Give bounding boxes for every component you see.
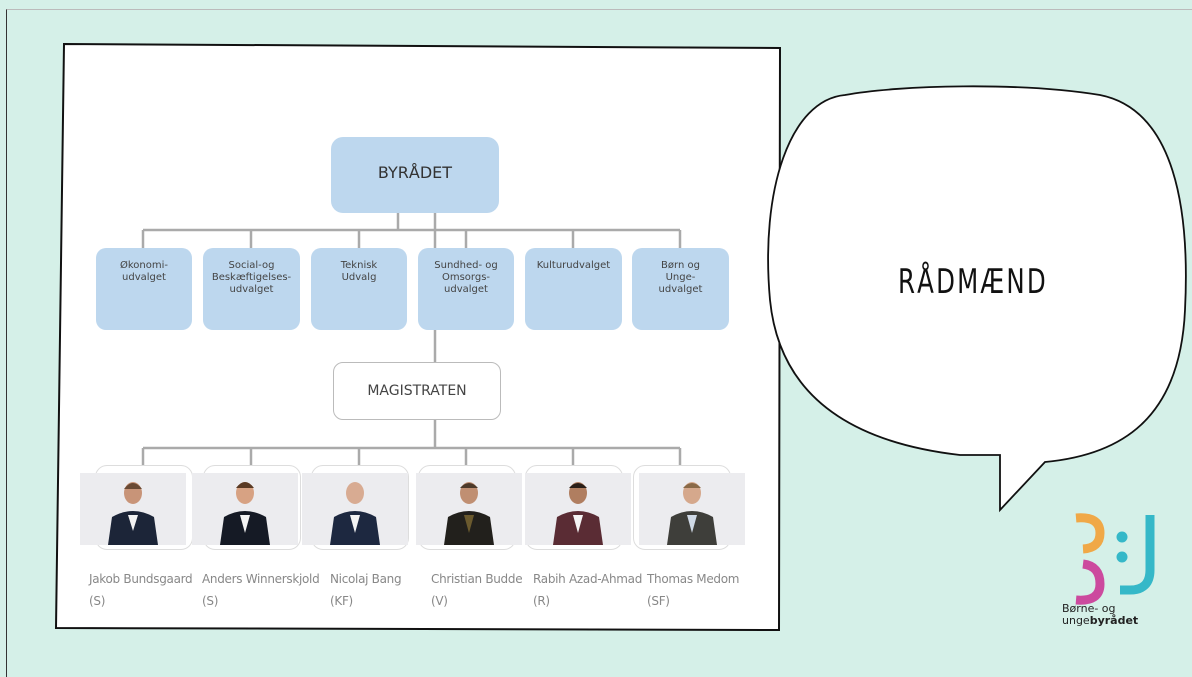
member-name-azad-ahmad: Rabih Azad-Ahmad(R) [533, 572, 643, 608]
committee-kultur: Kulturudvalget [525, 248, 622, 330]
logo-text: Børne- og ungebyrådet [1062, 602, 1139, 627]
member-photo [639, 473, 745, 545]
slide-frame [6, 9, 1192, 677]
member-name-medom: Thomas Medom(SF) [647, 572, 740, 608]
member-photo [192, 473, 298, 545]
committee-social: Social-og Beskæftigelses- udvalget [203, 248, 300, 330]
member-photo [302, 473, 408, 545]
slide-title: RÅDMÆND [898, 262, 1048, 302]
member-name-bang: Nicolaj Bang(KF) [330, 572, 402, 608]
member-photo [416, 473, 522, 545]
member-name-winnerskjold: Anders Winnerskjold(S) [202, 572, 320, 608]
member-photo [525, 473, 631, 545]
member-name-budde: Christian Budde(V) [431, 572, 523, 608]
member-photo [80, 473, 186, 545]
committee-sundhed: Sundhed- og Omsorgs- udvalget [418, 248, 514, 330]
speech-bubble [767, 85, 1187, 513]
byraadet-logo [1075, 513, 1155, 605]
committee-okonomi: Økonomi- udvalget [96, 248, 192, 330]
magistraten-box: MAGISTRATEN [333, 362, 501, 420]
member-name-bundsgaard: Jakob Bundsgaard(S) [89, 572, 193, 608]
committee-teknisk: Teknisk Udvalg [311, 248, 407, 330]
committee-boern-unge: Børn og Unge- udvalget [632, 248, 729, 330]
org-connectors [141, 213, 682, 466]
byraadet-box: BYRÅDET [331, 137, 499, 213]
